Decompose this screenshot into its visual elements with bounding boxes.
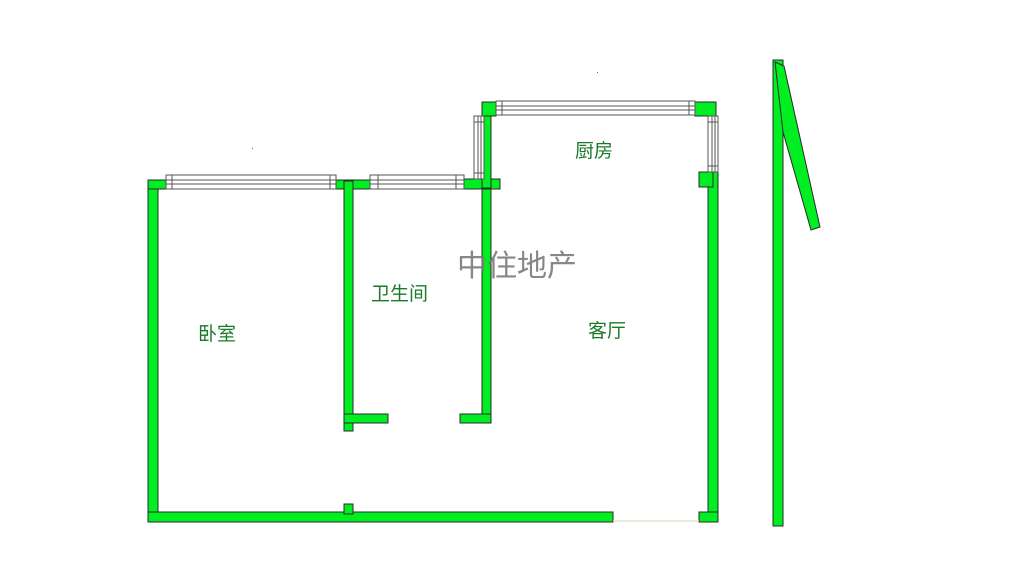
window-bedroom: [165, 174, 337, 190]
room-label-bathroom: 卫生间: [371, 283, 428, 305]
window-bathroom: [369, 174, 465, 190]
room-label-bedroom: 卧室: [198, 323, 236, 345]
wall-bathroom-left: [343, 180, 354, 432]
north-arrow-icon: [772, 59, 784, 527]
window-kitchen-top: [495, 100, 696, 116]
wall-right-stub: [698, 171, 714, 188]
wall-bedroom-top-left: [147, 179, 167, 190]
wall-bottom: [147, 511, 614, 523]
room-label-kitchen: 厨房: [575, 140, 613, 162]
speck-1: [252, 148, 253, 149]
wall-right-bottom: [698, 511, 719, 523]
wall-right: [707, 171, 719, 523]
wall-bathroom-door-left: [343, 413, 389, 424]
wall-bathroom-door-right: [459, 413, 492, 424]
watermark-text: 中住地产: [457, 249, 577, 284]
wall-bedroom-left: [147, 180, 159, 523]
wall-bottom-column: [343, 503, 354, 515]
wall-bathroom-right: [481, 179, 492, 424]
windows: [165, 100, 719, 190]
window-kitchen-right: [707, 115, 719, 173]
speck-2: [597, 72, 598, 73]
window-kitchen-left: [473, 115, 485, 180]
wall-kitchen-top-left: [481, 101, 497, 117]
room-label-living-room: 客厅: [588, 320, 626, 342]
walls: [147, 101, 719, 523]
wall-kitchen-top-right: [694, 101, 717, 117]
north-arrow-head: [774, 61, 821, 231]
